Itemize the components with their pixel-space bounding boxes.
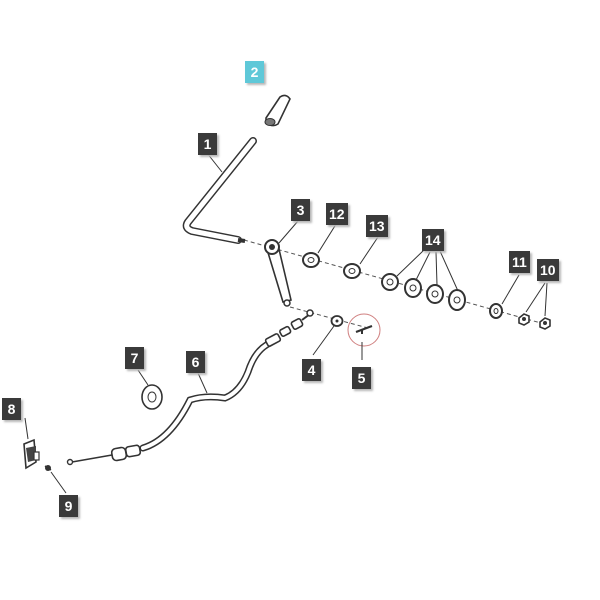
- callout-2-handle-grip[interactable]: 2: [245, 61, 264, 83]
- part-9-screw[interactable]: [44, 465, 52, 471]
- part-12-washer[interactable]: [302, 252, 320, 268]
- part-7-grommet[interactable]: [141, 384, 163, 410]
- callout-13-washer[interactable]: 13: [366, 215, 388, 237]
- callout-4-washer[interactable]: 4: [302, 359, 321, 381]
- callout-11-washer[interactable]: 11: [509, 251, 530, 273]
- callout-10-nut[interactable]: 10: [537, 259, 559, 281]
- part-5-cotter-pin[interactable]: [347, 313, 381, 347]
- callout-6-control-cable[interactable]: 6: [186, 351, 205, 373]
- part-4-washer[interactable]: [330, 315, 344, 327]
- part-2-handle-grip[interactable]: [264, 94, 291, 127]
- part-3-link-arm[interactable]: [264, 239, 292, 307]
- part-1-lever-arm[interactable]: [182, 137, 257, 244]
- leader-lines: [24, 152, 548, 494]
- part-8-cable-clamp[interactable]: [23, 438, 40, 470]
- part-10-nuts[interactable]: [518, 313, 551, 330]
- part-11-washer[interactable]: [489, 303, 503, 319]
- callout-1-lever-arm[interactable]: 1: [198, 133, 217, 155]
- callout-12-washer[interactable]: 12: [326, 203, 348, 225]
- callout-8-cable-clamp[interactable]: 8: [2, 398, 21, 420]
- part-13-washer[interactable]: [343, 263, 361, 279]
- part-6-control-cable[interactable]: [66, 309, 314, 466]
- callout-3-link-arm[interactable]: 3: [291, 199, 310, 221]
- callout-14-washers[interactable]: 14: [422, 229, 444, 251]
- callout-5-cotter-pin[interactable]: 5: [352, 367, 371, 389]
- part-14-washers[interactable]: [381, 273, 466, 311]
- callout-9-screw[interactable]: 9: [59, 495, 78, 517]
- callout-7-grommet[interactable]: 7: [125, 347, 144, 369]
